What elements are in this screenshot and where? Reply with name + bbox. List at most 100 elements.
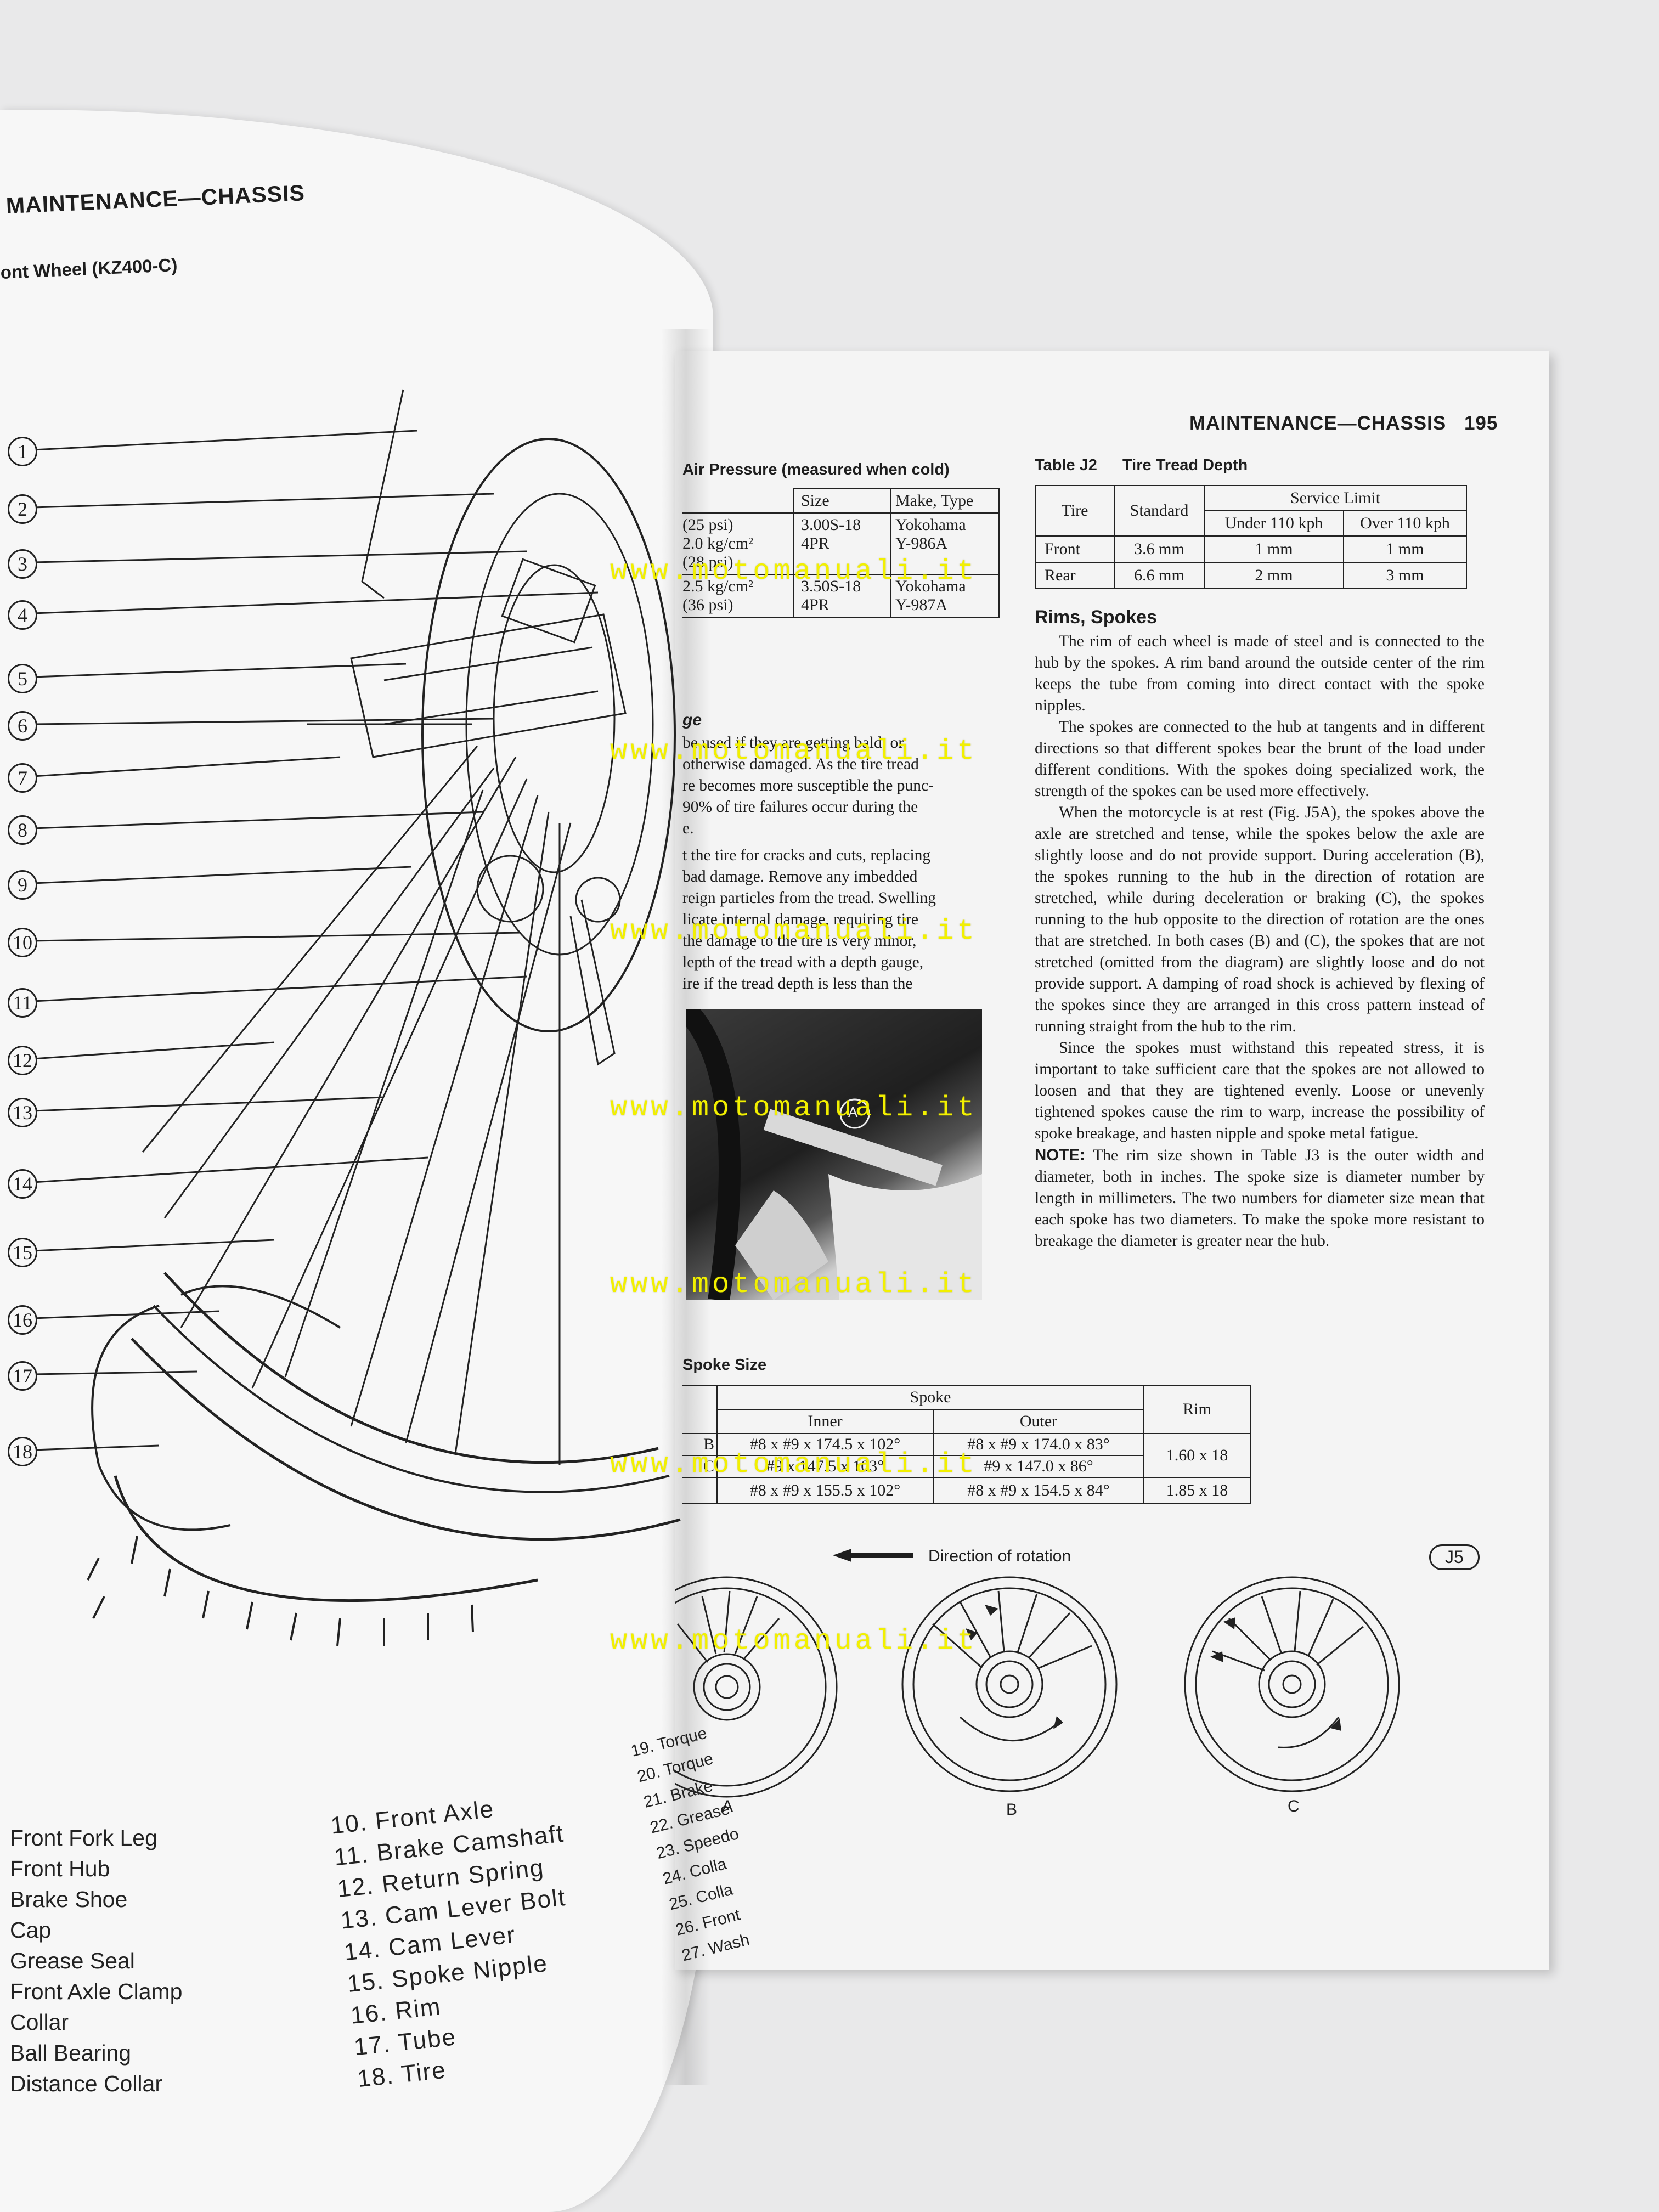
legend-item: Grease Seal (10, 1948, 135, 1973)
spoke-header-rim: Rim (1143, 1385, 1251, 1434)
tread-cell: 1 mm (1204, 535, 1344, 563)
watermark: www.motomanuali.it (610, 555, 978, 588)
table-title: Tire Tread Depth (1122, 456, 1248, 474)
tread-header-service: Service Limit (1204, 485, 1467, 511)
air-table-header-size: Size (793, 488, 891, 514)
legend-item: Cap (10, 1917, 52, 1943)
rims-spokes-heading: Rims, Spokes (1035, 607, 1157, 628)
paragraph: The rim of each wheel is made of steel a… (1035, 633, 1485, 714)
text-line: lepth of the tread with a depth gauge, (682, 953, 924, 971)
callout-11: 11 (8, 988, 37, 1018)
air-table-make-cell: Yokohama Y-987A (890, 574, 1000, 618)
callout-14: 14 (8, 1169, 37, 1199)
header-title: MAINTENANCE—CHASSIS (1189, 413, 1447, 434)
air-table-size-cell: 3.50S-18 4PR (793, 574, 891, 618)
watermark: www.motomanuali.it (610, 1092, 978, 1124)
text-line: bad damage. Remove any imbedded (682, 868, 918, 885)
note-text: The rim size shown in Table J3 is the ou… (1035, 1147, 1485, 1250)
text-line: t the tire for cracks and cuts, replacin… (682, 847, 931, 864)
watermark: www.motomanuali.it (610, 1448, 978, 1481)
tread-header-over: Over 110 kph (1343, 510, 1467, 537)
tire-damage-text: be used if they are getting bald, or oth… (682, 732, 981, 995)
callout-15: 15 (8, 1238, 37, 1267)
callout-8: 8 (8, 815, 37, 845)
spoke-cell: #9 x 147.5 x 103° (716, 1455, 934, 1478)
pressure-line: 2.5 kg/cm² (682, 577, 753, 595)
paragraph: Since the spokes must withstand this rep… (1035, 1039, 1485, 1142)
front-wheel-exploded-drawing (32, 389, 681, 1646)
size-line: 3.00S-18 (801, 516, 861, 534)
air-table-blank-header (682, 489, 794, 514)
make-line: Yokohama (895, 577, 966, 595)
pressure-line: (36 psi) (682, 596, 733, 614)
tread-depth-photo: A (686, 1009, 982, 1300)
spoke-rim-cell: 1.60 x 18 (1143, 1433, 1251, 1478)
spoke-cell: #8 x #9 x 174.0 x 83° (933, 1433, 1144, 1456)
spoke-cell: #9 x 147.0 x 86° (933, 1455, 1144, 1478)
rims-spokes-text: The rim of each wheel is made of steel a… (1035, 631, 1485, 1252)
tread-cell: Rear (1035, 562, 1115, 589)
air-table-size-cell: 3.00S-18 4PR (793, 512, 891, 575)
pressure-line: 2.0 kg/cm² (682, 534, 753, 552)
tread-cell: 3 mm (1343, 562, 1467, 589)
photo-callout-a: A (848, 1104, 858, 1120)
direction-label: Direction of rotation (928, 1547, 1071, 1565)
callout-3: 3 (8, 549, 37, 579)
text-line: reign particles from the tread. Swelling (682, 889, 936, 907)
size-line: 4PR (801, 596, 830, 614)
callout-9: 9 (8, 870, 37, 900)
legend-item: Front Axle Clamp (10, 1979, 183, 2004)
paragraph: When the motorcycle is at rest (Fig. J5A… (1035, 804, 1485, 1035)
make-line: Yokohama (895, 516, 966, 534)
legend-item: Collar (10, 2010, 69, 2035)
spoke-model: B (682, 1433, 718, 1456)
callout-6: 6 (8, 711, 37, 741)
spoke-cell: #8 x #9 x 174.5 x 102° (716, 1433, 934, 1456)
direction-arrow-icon (833, 1549, 913, 1562)
text-line: licate internal damage, requiring tire (682, 911, 919, 928)
make-line: Y-987A (895, 596, 947, 614)
tread-depth-table: Tire Standard Service Limit Under 110 kp… (1035, 485, 1467, 589)
air-table-pressure-cell: (25 psi) 2.0 kg/cm² (28 psi) (682, 512, 794, 575)
tread-header-standard: Standard (1114, 485, 1205, 537)
text-line: re becomes more susceptible the punc- (682, 777, 934, 794)
spoke-header-spoke: Spoke (716, 1385, 1144, 1410)
figure-label-j5: J5 (1429, 1544, 1480, 1570)
callout-7: 7 (8, 763, 37, 793)
text-line: otherwise damaged. As the tire tread (682, 755, 919, 773)
spoke-cell: #8 x #9 x 155.5 x 102° (716, 1477, 934, 1504)
pressure-line: (25 psi) (682, 516, 733, 534)
air-pressure-table: Size Make, Type (25 psi) 2.0 kg/cm² (28 … (682, 488, 1000, 618)
air-pressure-caption: Air Pressure (measured when cold) (682, 461, 950, 478)
tread-table-caption: Table J2 Tire Tread Depth (1035, 456, 1248, 475)
spoke-table-caption: Spoke Size (682, 1356, 767, 1374)
tread-header-tire: Tire (1035, 485, 1115, 537)
tread-cell: 2 mm (1204, 562, 1344, 589)
callout-4: 4 (8, 600, 37, 630)
spoke-model: C (682, 1455, 718, 1478)
spoke-cell: #8 x #9 x 154.5 x 84° (933, 1477, 1144, 1504)
air-table-make-cell: Yokohama Y-986A (890, 512, 1000, 575)
air-table-pressure-cell: 2.5 kg/cm² (36 psi) (682, 574, 794, 618)
tread-cell: Front (1035, 535, 1115, 563)
spoke-size-table: Spoke Rim Inner Outer B #8 x #9 x 174.5 … (682, 1385, 1251, 1504)
legend-item: Distance Collar (10, 2071, 162, 2096)
parts-legend-col2: 10. Front Axle 11. Brake Camshaft 12. Re… (329, 1786, 589, 2095)
depth-gauge-photo-drawing (686, 1009, 982, 1300)
callout-17: 17 (8, 1361, 37, 1391)
spoke-rim-cell: 1.85 x 18 (1143, 1477, 1251, 1504)
diagram-label-a: A (722, 1797, 733, 1815)
right-page-header: MAINTENANCE—CHASSIS 195 (1189, 413, 1498, 435)
legend-item: Brake Shoe (10, 1887, 128, 1912)
table-id: Table J2 (1035, 456, 1097, 474)
spoke-model (682, 1477, 718, 1504)
legend-item: Front Fork Leg (10, 1825, 157, 1850)
callout-1: 1 (8, 437, 37, 466)
tread-header-under: Under 110 kph (1204, 510, 1344, 537)
pressure-line: (28 psi) (682, 553, 733, 571)
callout-10: 10 (8, 928, 37, 957)
spoke-tension-diagrams (675, 1576, 1400, 1798)
text-line: be used if they are getting bald, or (682, 734, 904, 752)
watermark: www.motomanuali.it (610, 1268, 978, 1301)
page-number: 195 (1464, 413, 1498, 434)
